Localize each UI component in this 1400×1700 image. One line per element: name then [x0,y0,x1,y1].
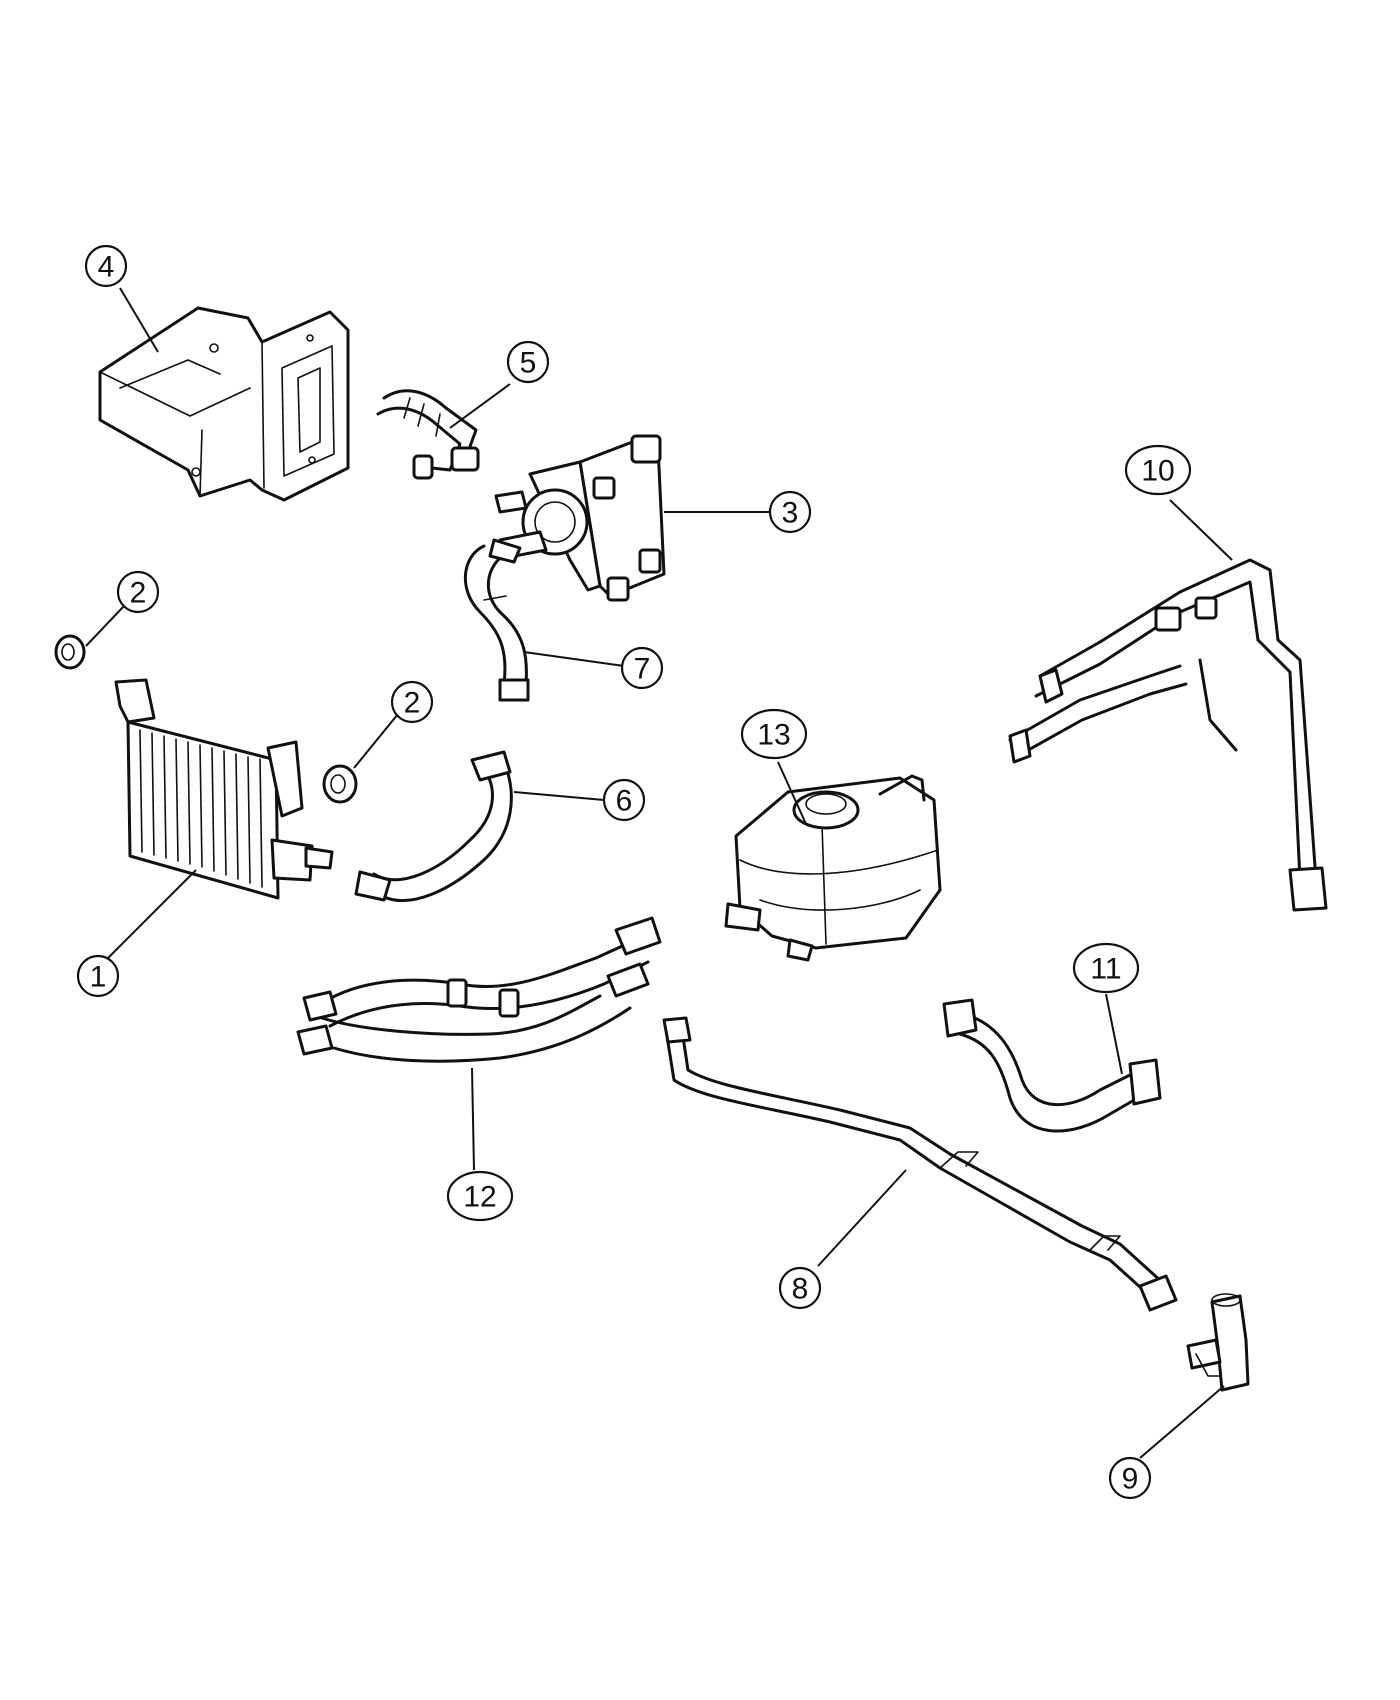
leader-4 [119,287,159,353]
callout-1: 1 [76,954,120,998]
callout-11: 11 [1072,942,1140,994]
callout-6: 6 [602,778,646,822]
part-1-heat-exchanger [114,678,334,900]
leader-7 [523,651,625,667]
callout-label: 3 [782,497,799,530]
callout-label: 6 [616,785,633,818]
callout-circle [768,490,812,534]
leader-2b [353,713,399,769]
part-3-coolant-pump [494,434,666,602]
part-12-hose-assembly [296,916,662,1063]
leader-5 [449,383,511,429]
callout-label: 4 [98,251,115,284]
leader-6 [513,791,605,801]
leader-13 [777,761,807,825]
leader-12 [471,1067,475,1171]
callout-label: 13 [757,719,790,752]
callout-circle [84,244,128,288]
leader-lines [85,287,1233,1459]
callout-circle [602,778,646,822]
callout-label: 1 [90,961,107,994]
callout-2b: 2 [390,680,434,724]
part-2-grommet-right [322,764,358,804]
leader-2a [85,605,125,647]
part-5-hose [376,389,480,480]
part-10-pipe-assembly [1008,558,1328,912]
callout-label: 8 [792,1273,809,1306]
callout-circle [620,646,664,690]
callout-circle [1108,1456,1152,1500]
callout-10: 10 [1124,444,1192,496]
part-7-hose [464,538,530,702]
callout-7: 7 [620,646,664,690]
callout-circle [1124,444,1192,496]
callout-circle [76,954,120,998]
callout-8: 8 [778,1266,822,1310]
part-6-hose [354,750,513,902]
part-4-bracket [98,306,350,502]
part-9-hose-fitting [1186,1293,1250,1392]
callout-5: 5 [506,340,550,384]
leader-9 [1139,1385,1225,1459]
callout-circle [446,1170,514,1222]
leader-8 [817,1169,907,1267]
callout-label: 12 [463,1181,496,1214]
callout-12: 12 [446,1170,514,1222]
callout-label: 10 [1141,455,1174,488]
part-11-hose [942,998,1162,1133]
callout-3: 3 [768,490,812,534]
callout-4: 4 [84,244,128,288]
callout-label: 11 [1090,953,1121,986]
callout-label: 9 [1122,1463,1139,1496]
part-2-grommet-left [54,634,86,670]
callout-circle [390,680,434,724]
callout-circle [506,340,550,384]
leader-10 [1169,499,1233,561]
callout-circle [740,708,808,760]
callout-2a: 2 [116,570,160,614]
callout-circle [778,1266,822,1310]
callout-9: 9 [1108,1456,1152,1500]
callout-label: 2 [404,687,421,720]
callout-label: 5 [520,347,537,380]
callout-circle [1072,942,1140,994]
callout-label: 2 [130,577,147,610]
leader-11 [1105,993,1123,1075]
part-13-coolant-reservoir [724,774,942,962]
callout-label: 7 [634,653,651,686]
leader-1 [103,869,197,963]
callout-13: 13 [740,708,808,760]
callout-circle [116,570,160,614]
part-8-tube [662,1016,1178,1312]
